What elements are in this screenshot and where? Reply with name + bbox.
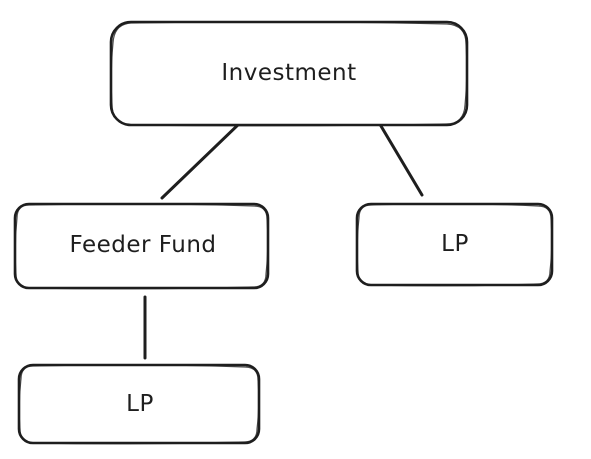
node-investment-label: Investment xyxy=(221,60,356,86)
node-lp-bottom-label: LP xyxy=(126,391,154,417)
node-feeder-fund-label: Feeder Fund xyxy=(69,232,216,258)
node-investment[interactable]: Investment xyxy=(109,20,469,127)
edge-investment-to-lp-right xyxy=(376,119,424,197)
node-lp-right-sketch-stroke xyxy=(356,203,553,287)
node-lp-right[interactable]: LP xyxy=(355,202,554,287)
node-lp-right-label: LP xyxy=(441,231,469,257)
node-lp-bottom[interactable]: LP xyxy=(17,363,261,445)
node-feeder-fund[interactable]: Feeder Fund xyxy=(13,202,270,290)
node-investment-sketch-stroke xyxy=(110,21,468,127)
edge-investment-to-feeder-fund xyxy=(160,120,243,200)
node-feeder-fund-sketch-stroke xyxy=(14,203,269,290)
node-lp-bottom-sketch-stroke xyxy=(18,364,260,445)
